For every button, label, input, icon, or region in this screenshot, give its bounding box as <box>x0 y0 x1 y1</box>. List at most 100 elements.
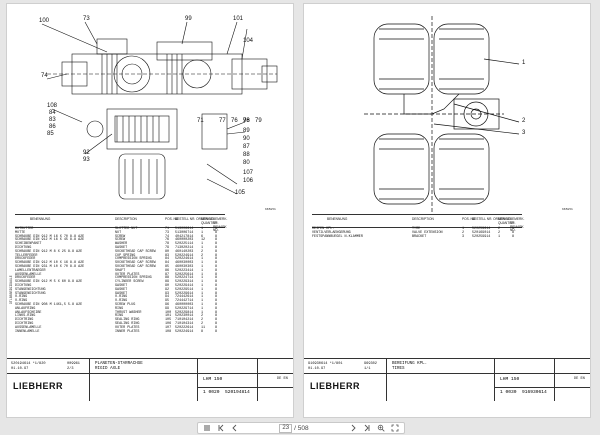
title-german: BEREIFUNG KPL. <box>392 362 428 366</box>
col-header-pos: POS. NO. <box>462 217 477 221</box>
side-code: DTLBBBRIGIDAXLE <box>9 275 13 304</box>
table-cell-no: 520224614 <box>175 257 194 262</box>
table-cell-en: VALVE EXTENSION <box>412 230 443 235</box>
table-cell-qty: 1 <box>201 295 204 300</box>
table-cell-no: 520229814 <box>175 310 194 315</box>
callout-label: 108 <box>47 103 58 109</box>
zoom-in-icon[interactable] <box>377 424 385 432</box>
table-cell-de: DICHTUNG <box>15 245 32 250</box>
part-number: 916930614 <box>522 390 547 395</box>
table-cell-en: WASHER <box>115 242 128 247</box>
callout-label: 79 <box>255 118 262 124</box>
table-cell-qty: 6 <box>201 234 204 239</box>
table-cell-rm: 8 <box>512 230 515 235</box>
table-cell-qty: 1 <box>201 257 204 262</box>
table-cell-qty: 1 <box>201 227 204 231</box>
table-cell-pos: 1 <box>462 227 465 231</box>
col-header-remark: BEMERK. NR. REMARK NO. <box>213 217 228 233</box>
model-name: LHM 150 <box>203 377 223 382</box>
callout-label: 77 <box>219 118 226 124</box>
callout-label: 104 <box>243 38 254 44</box>
table-cell-de: SCHRAUBE DIN 908 M 14X1,5 5.8 A2E <box>15 302 83 307</box>
callout-label: 90 <box>243 136 250 142</box>
menu-icon[interactable] <box>203 424 211 432</box>
table-cell-pos: 74 <box>165 234 170 239</box>
table-cell-de: O-RING <box>15 295 28 300</box>
next-page-icon[interactable] <box>349 424 357 432</box>
title-english: TIRES <box>392 367 405 371</box>
table-cell-rm: 8 <box>215 299 218 304</box>
table-cell-qty: 1 <box>201 280 204 285</box>
table-cell-no: 520259614 <box>472 227 491 231</box>
table-cell-no: 520229614 <box>175 291 194 296</box>
table-cell-qty: 1 <box>201 291 204 296</box>
callout-label: 73 <box>83 16 90 22</box>
col-header-remark: BEMERK. NR. REMARK NO. <box>510 217 525 233</box>
table-cell-en: GASKET <box>115 287 128 292</box>
table-cell-qty: 1 <box>201 272 204 277</box>
fullscreen-icon[interactable] <box>391 424 399 432</box>
table-cell-en: THRUST WASHER <box>115 310 142 315</box>
callout-label: 101 <box>233 16 244 22</box>
table-cell-rm: 8 <box>215 306 218 311</box>
table-cell-en: SOCKETHEAD CAP SCREW <box>115 261 156 266</box>
table-cell-no: 460030303 <box>175 264 194 269</box>
table-cell-qty: 12 <box>201 238 206 243</box>
table-cell-en: CYLINDER SCREW <box>115 280 144 285</box>
table-cell-en: TYRE <box>412 227 421 231</box>
title-english: RIGID AXLE <box>95 367 121 371</box>
table-cell-no: 724442714 <box>175 299 194 304</box>
table-cell-de: LINKS-RING <box>15 314 36 319</box>
last-page-icon[interactable] <box>363 424 371 432</box>
first-page-icon[interactable] <box>217 424 225 432</box>
table-cell-no: 520224914 <box>175 329 194 334</box>
table-cell-de: LAMELLENTRAEGER <box>15 268 46 273</box>
table-cell-de: MUTTE <box>15 230 26 235</box>
table-cell-no: 520222614 <box>175 325 194 330</box>
table-cell-rm: 8 <box>215 242 218 247</box>
table-cell-qty: 11 <box>201 325 206 330</box>
table-cell-en: O-RING <box>115 295 128 300</box>
table-cell-no: 520225114 <box>175 242 194 247</box>
table-cell-rm: 8 <box>215 253 218 258</box>
table-cell-qty: 1 <box>201 306 204 311</box>
table-cell-rm: 8 <box>215 272 218 277</box>
table-cell-en: SCREW <box>115 238 126 243</box>
table-cell-no: 520259914 <box>472 234 491 239</box>
table-cell-en: GASKET <box>115 283 128 288</box>
table-cell-pos: 84 <box>165 257 170 262</box>
current-page-input[interactable]: 23 <box>279 423 293 433</box>
table-cell-rm: 8 <box>215 321 218 326</box>
callout-label: 3 <box>522 130 526 136</box>
table-cell-en: RING <box>115 306 124 311</box>
table-cell-no: 710104214 <box>175 318 194 323</box>
callout-label: 1 <box>522 60 526 66</box>
table-cell-rm: 8 <box>215 325 218 330</box>
table-cell-no: 520169014 <box>472 230 491 235</box>
table-cell-no: 520225614 <box>175 272 194 277</box>
table-cell-rm: 8 <box>215 249 218 254</box>
table-cell-de: REIFEN KPL. <box>312 227 335 231</box>
table-cell-rm: 8 <box>215 245 218 250</box>
col-header-order-no: BESTELL NR. ORDER NO. <box>175 217 215 221</box>
callout-label: 86 <box>49 124 56 130</box>
part-number: 520194814 <box>225 390 250 395</box>
table-cell-qty: 2 <box>498 227 501 231</box>
prev-page-icon[interactable] <box>231 424 239 432</box>
title-block: 916930614 *1/801 969302 01.10.97 1/1 LIE… <box>304 358 590 401</box>
table-cell-de: STANGENDICHTUNG <box>15 287 46 292</box>
table-cell-qty: 1 <box>201 230 204 235</box>
